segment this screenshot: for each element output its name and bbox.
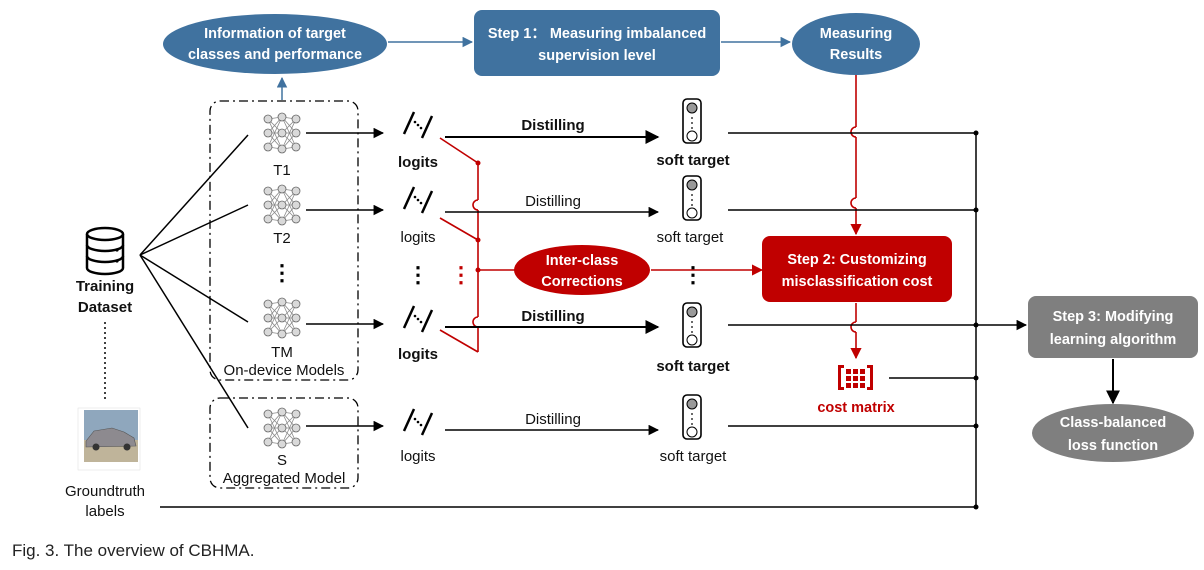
junction-dot	[475, 267, 481, 273]
inter-class-line2: Corrections	[541, 274, 622, 290]
measuring-line1: Measuring	[820, 26, 893, 42]
step2-box: Step 2: Customizing misclassification co…	[762, 236, 952, 302]
dataset-fanout	[139, 134, 249, 429]
logits-label-1: logits	[398, 154, 438, 171]
junction-dot	[973, 375, 979, 381]
soft-target-icon-3	[682, 302, 702, 348]
info-node: Information of target classes and perfor…	[163, 14, 387, 74]
inter-class-correction-lines	[439, 137, 515, 353]
network-icon-t2	[263, 184, 301, 226]
aggregated-label: Aggregated Model	[223, 470, 346, 487]
collector-lines	[160, 132, 1028, 508]
model-tm-label: TM	[271, 344, 293, 361]
logits-icon-2	[402, 185, 434, 215]
logits-icon-4	[402, 407, 434, 437]
inter-class-line1: Inter-class	[546, 253, 619, 269]
soft-target-label-1: soft target	[656, 152, 729, 169]
step1-line2: supervision level	[538, 48, 656, 64]
junction-dot	[475, 237, 481, 243]
step3-box: Step 3: Modifying learning algorithm	[1028, 296, 1198, 358]
measuring-results-node: Measuring Results	[792, 13, 920, 75]
step3-line2: learning algorithm	[1050, 332, 1177, 348]
model-s-label: S	[277, 452, 287, 469]
aggregated-model-group	[209, 397, 359, 489]
logits-label-3: logits	[398, 346, 438, 363]
step1-box: Step 1： Measuring imbalanced supervision…	[474, 10, 720, 76]
inter-class-node: Inter-class Corrections	[514, 245, 650, 295]
step1-line1: Step 1： Measuring imbalanced	[488, 26, 706, 42]
model-to-logits-arrows	[306, 127, 385, 432]
info-node-line2: classes and performance	[188, 47, 362, 63]
network-icon-tm	[263, 297, 301, 339]
results-to-step2-line	[850, 75, 862, 236]
logits-ellipsis: ⋮	[407, 262, 429, 287]
soft-target-label-4: soft target	[660, 448, 728, 465]
car-sample-image	[77, 407, 141, 471]
logits-label-4: logits	[400, 448, 435, 465]
figure-caption: Fig. 3. The overview of CBHMA.	[12, 541, 255, 560]
distilling-label-1: Distilling	[521, 117, 584, 134]
distilling-label-4: Distilling	[525, 411, 581, 428]
loss-line2: loss function	[1068, 438, 1158, 454]
dataset-line2: Dataset	[78, 299, 132, 316]
cost-matrix-label: cost matrix	[817, 400, 894, 416]
model-t2-label: T2	[273, 230, 291, 247]
measuring-line2: Results	[830, 47, 882, 63]
logits-icon-3	[402, 304, 434, 334]
dataset-line1: Training	[76, 278, 134, 295]
models-ellipsis: ⋮	[271, 260, 293, 285]
logits-label-2: logits	[400, 229, 435, 246]
junction-dot	[475, 160, 481, 166]
cost-matrix-icon	[838, 365, 873, 390]
middle-ellipsis: ⋮	[682, 262, 704, 287]
junction-dot	[973, 130, 979, 136]
soft-target-icon-1	[682, 98, 702, 144]
soft-target-label-3: soft target	[656, 358, 729, 375]
distilling-label-3: Distilling	[521, 308, 584, 325]
junction-dot	[973, 207, 979, 213]
junction-dot	[973, 322, 979, 328]
model-t1-label: T1	[273, 162, 291, 179]
on-device-models-group	[209, 100, 359, 381]
soft-target-icon-4	[682, 394, 702, 440]
junction-dot	[973, 504, 979, 510]
step2-to-cost-line	[850, 303, 862, 360]
groundtruth-line2: labels	[85, 503, 124, 520]
on-device-label: On-device Models	[224, 362, 345, 379]
distilling-arrows	[445, 130, 660, 436]
step3-line1: Step 3: Modifying	[1053, 309, 1174, 325]
junction-dot	[973, 423, 979, 429]
info-node-line1: Information of target	[204, 26, 346, 42]
soft-target-label-2: soft target	[657, 229, 725, 246]
database-icon	[85, 226, 125, 276]
soft-target-icon-2	[682, 175, 702, 221]
red-ellipsis: ⋮	[450, 262, 472, 287]
loss-function-node: Class-balanced loss function	[1032, 404, 1194, 462]
groundtruth-line1: Groundtruth	[65, 483, 145, 500]
network-icon-s	[263, 407, 301, 449]
network-icon-t1	[263, 112, 301, 154]
logits-icon-1	[402, 110, 434, 140]
loss-line1: Class-balanced	[1060, 415, 1166, 431]
distilling-label-2: Distilling	[525, 193, 581, 210]
step2-line1: Step 2: Customizing	[787, 252, 926, 268]
step2-line2: misclassification cost	[782, 274, 933, 290]
